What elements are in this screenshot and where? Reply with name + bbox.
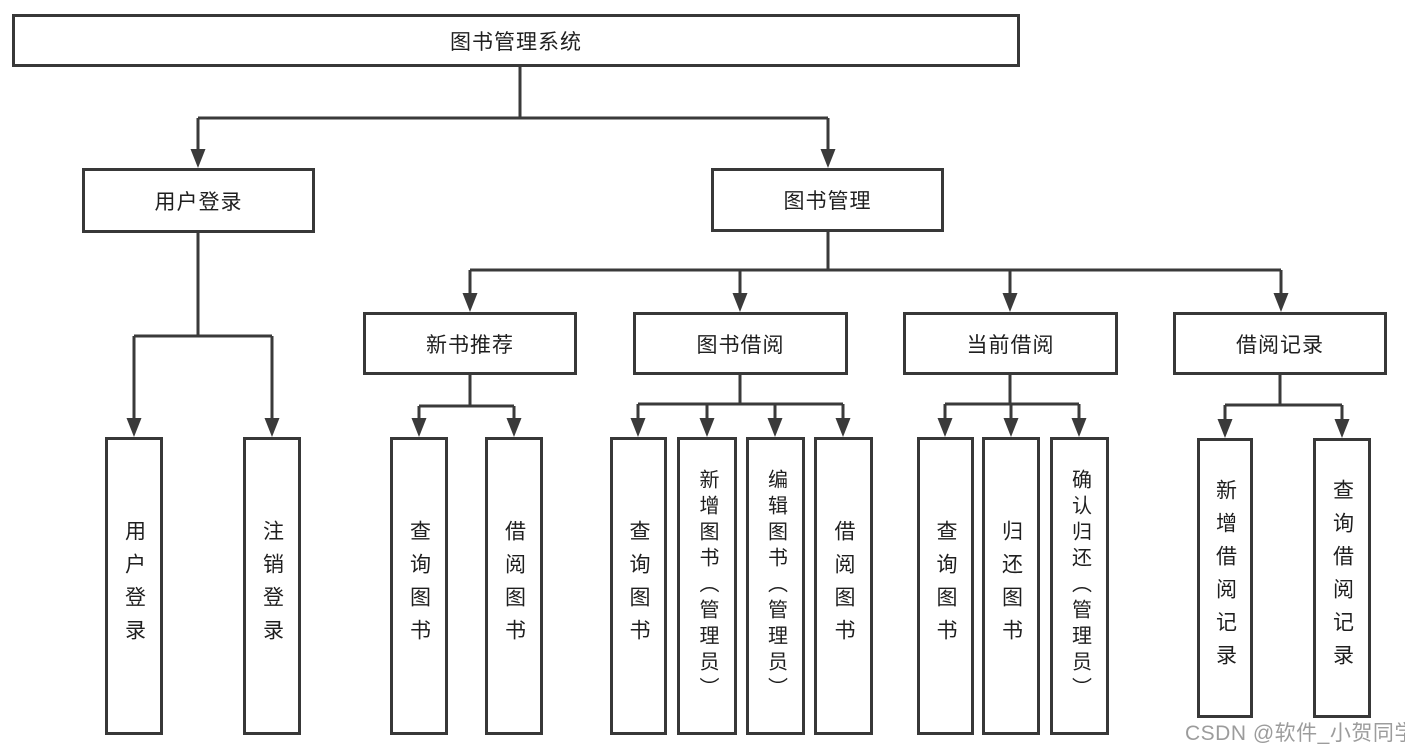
arrowhead-icon <box>462 293 478 312</box>
node-current-borrowing: 当前借阅 <box>903 312 1118 375</box>
node-book-borrowing: 图书借阅 <box>633 312 848 375</box>
node-leaf-bb-add-books: 新增图书（管理员） <box>677 437 737 735</box>
connector-book-mgmt-split <box>468 232 1283 293</box>
node-leaf-br-add-record: 新增借阅记录 <box>1197 438 1253 718</box>
connector-root-split <box>196 67 830 149</box>
node-leaf-br-query-record: 查询借阅记录 <box>1313 438 1371 718</box>
node-leaf-bb-edit-books: 编辑图书（管理员） <box>746 437 805 735</box>
node-root: 图书管理系统 <box>12 14 1020 67</box>
arrowhead-icon <box>1273 293 1289 312</box>
node-leaf-cb-query-books: 查询图书 <box>917 437 974 735</box>
node-user-login: 用户登录 <box>82 168 315 233</box>
arrowhead-icon <box>264 418 280 437</box>
arrowhead-icon <box>699 418 715 437</box>
arrowhead-icon <box>835 418 851 437</box>
connector-current-borrow-split <box>943 375 1081 418</box>
arrowhead-icon <box>820 149 836 168</box>
arrowhead-icon <box>1003 418 1019 437</box>
node-leaf-bb-query-books: 查询图书 <box>610 437 667 735</box>
connector-records-split <box>1223 375 1344 419</box>
connector-book-borrow-split <box>636 375 845 418</box>
arrowhead-icon <box>630 418 646 437</box>
node-leaf-cb-return-books: 归还图书 <box>982 437 1040 735</box>
arrowhead-icon <box>1334 419 1350 438</box>
arrowhead-icon <box>937 418 953 437</box>
csdn-watermark: CSDN @软件_小贺同学 <box>1185 722 1405 745</box>
arrowhead-icon <box>190 149 206 168</box>
node-leaf-nb-query-books: 查询图书 <box>390 437 448 735</box>
arrowhead-icon <box>732 293 748 312</box>
node-leaf-bb-borrow-books: 借阅图书 <box>814 437 873 735</box>
arrowhead-icon <box>1217 419 1233 438</box>
arrowhead-icon <box>767 418 783 437</box>
arrowhead-icon <box>1071 418 1087 437</box>
node-leaf-user-login: 用户登录 <box>105 437 163 735</box>
arrowhead-icon <box>411 418 427 437</box>
node-leaf-logout: 注销登录 <box>243 437 301 735</box>
node-new-book-recommend: 新书推荐 <box>363 312 577 375</box>
arrowhead-icon <box>1002 293 1018 312</box>
arrowhead-icon <box>126 418 142 437</box>
node-leaf-cb-confirm-return: 确认归还（管理员） <box>1050 437 1109 735</box>
node-book-management: 图书管理 <box>711 168 944 232</box>
connector-new-book-split <box>417 375 516 418</box>
node-leaf-nb-borrow-books: 借阅图书 <box>485 437 543 735</box>
arrowhead-icon <box>506 418 522 437</box>
connector-user-login-split <box>132 233 274 418</box>
node-borrowing-records: 借阅记录 <box>1173 312 1387 375</box>
